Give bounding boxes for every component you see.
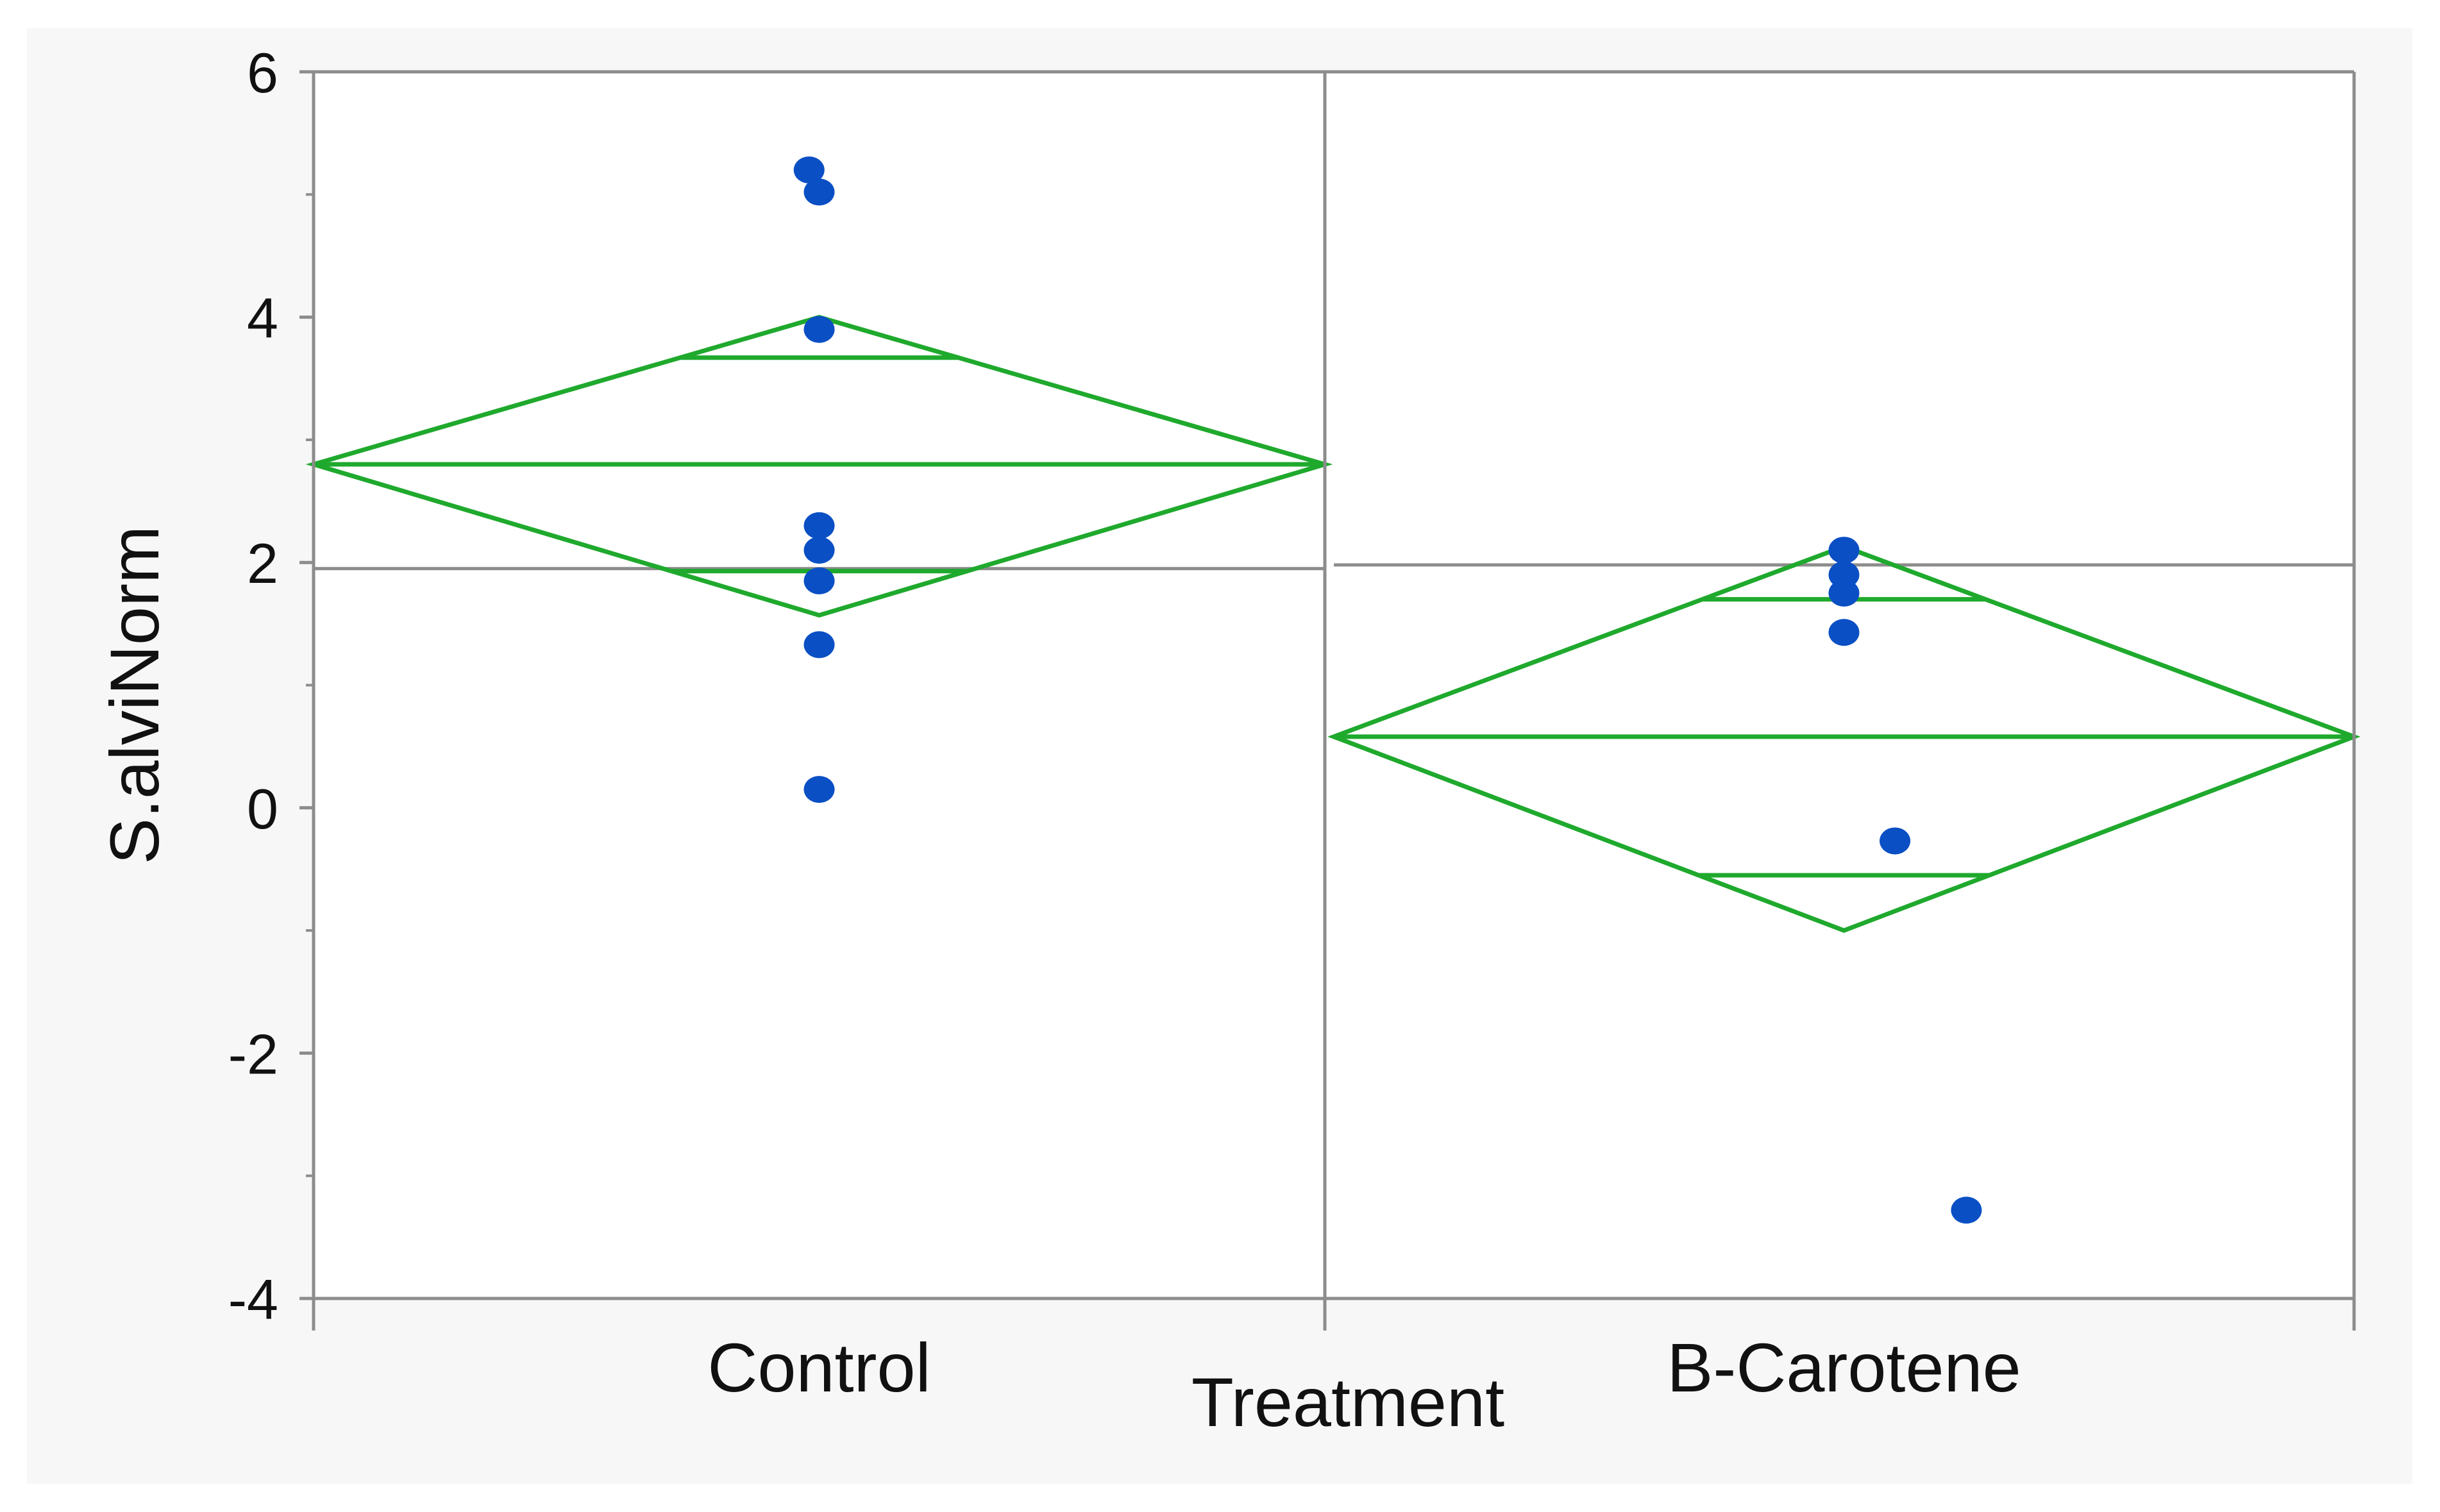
data-points	[793, 156, 1982, 1224]
y-tick-label-4: 0	[247, 777, 278, 841]
y-tick-label-2: 4	[247, 287, 278, 350]
y-tick-label-6: -4	[228, 1268, 278, 1331]
data-point-10	[1828, 561, 1860, 589]
data-point-12	[1828, 619, 1860, 646]
data-point-1	[793, 156, 825, 184]
data-point-2	[804, 178, 835, 206]
data-point-4	[804, 512, 835, 539]
data-point-3	[804, 315, 835, 343]
x-tick-label-2: B-Carotene	[1667, 1329, 2021, 1406]
y-tick-label-3: 2	[247, 532, 278, 595]
data-point-8	[804, 776, 835, 803]
axes	[299, 70, 2356, 1331]
y-axis-title: S.alviNorm	[96, 526, 173, 864]
x-axis-title: Treatment	[1191, 1363, 1504, 1441]
y-tick-label-1: 6	[247, 41, 278, 105]
data-point-9	[1828, 537, 1860, 564]
data-point-6	[804, 567, 835, 594]
plot-background	[314, 72, 2354, 1298]
data-point-11	[1828, 580, 1860, 607]
x-tick-label-1: Control	[707, 1329, 930, 1406]
data-point-14	[1951, 1197, 1982, 1224]
data-point-7	[804, 631, 835, 659]
y-tick-label-5: -2	[228, 1022, 278, 1086]
data-point-5	[804, 537, 835, 564]
data-point-13	[1880, 827, 1911, 855]
